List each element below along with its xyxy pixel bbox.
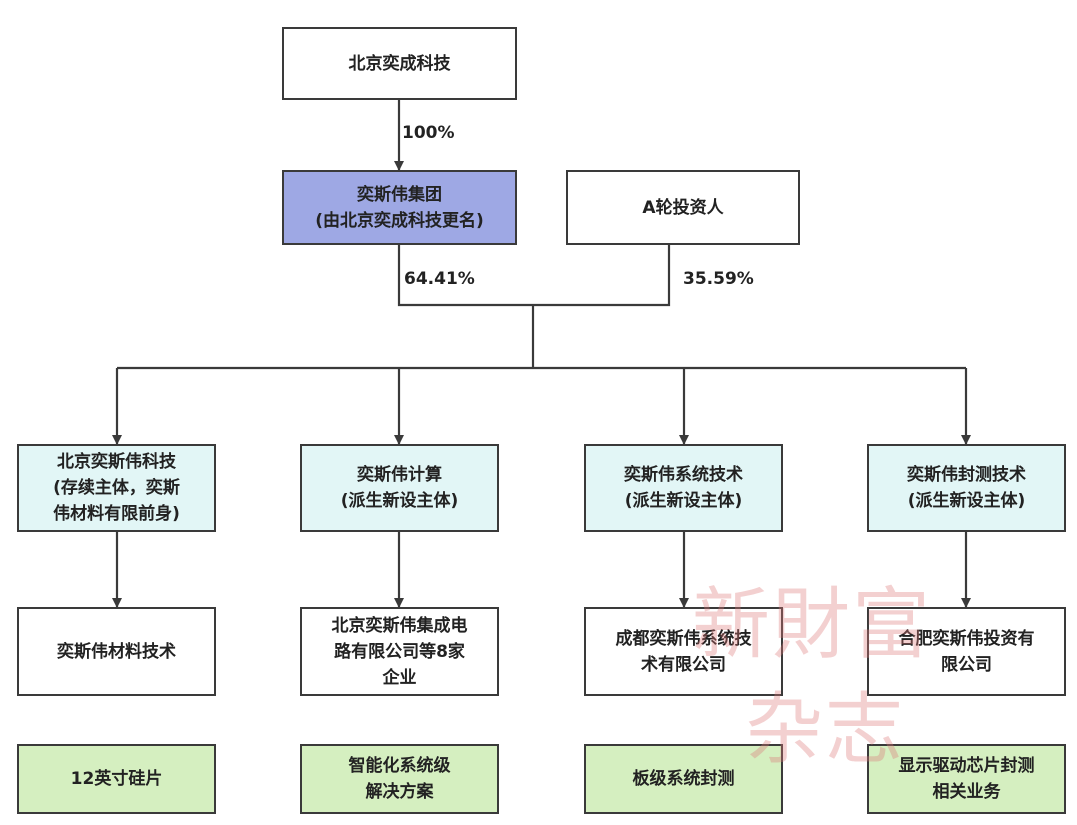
node-beijing-yicheng: 北京奕成科技 — [282, 27, 517, 100]
node-chengdu-eswin-system: 成都奕斯伟系统技 术有限公司 — [584, 607, 783, 696]
node-beijing-eswin-tech: 北京奕斯伟科技 (存续主体，奕斯 伟材料有限前身) — [17, 444, 216, 532]
node-business-board-packaging: 板级系统封测 — [584, 744, 783, 814]
edge-investor-merge — [533, 244, 671, 307]
node-series-a-investors: A轮投资人 — [566, 170, 800, 245]
node-eswin-system-tech: 奕斯伟系统技术 (派生新设主体) — [584, 444, 783, 532]
node-business-wafer: 12英寸硅片 — [17, 744, 216, 814]
edge-label-100: 100% — [402, 123, 455, 143]
node-hefei-eswin-investment: 合肥奕斯伟投资有 限公司 — [867, 607, 1066, 696]
node-eswin-group: 奕斯伟集团 (由北京奕成科技更名) — [282, 170, 517, 245]
edge-group-merge — [397, 244, 533, 307]
node-eswin-materials: 奕斯伟材料技术 — [17, 607, 216, 696]
node-business-solutions: 智能化系统级 解决方案 — [300, 744, 499, 814]
node-eswin-packaging-tech: 奕斯伟封测技术 (派生新设主体) — [867, 444, 1066, 532]
node-beijing-eswin-ic: 北京奕斯伟集成电 路有限公司等8家 企业 — [300, 607, 499, 696]
node-eswin-computing: 奕斯伟计算 (派生新设主体) — [300, 444, 499, 532]
edge-label-investor-share: 35.59% — [683, 269, 754, 289]
node-business-driver-packaging: 显示驱动芯片封测 相关业务 — [867, 744, 1066, 814]
edge-label-group-share: 64.41% — [404, 269, 475, 289]
